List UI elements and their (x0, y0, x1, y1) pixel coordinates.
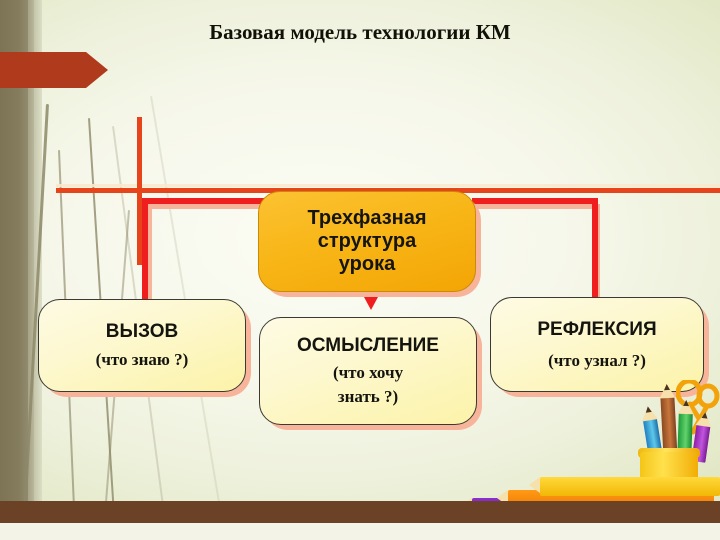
pencil-lying-yellow-icon (529, 477, 720, 496)
connector-center-to-refleksiya (592, 198, 598, 302)
bottom-strip-decor (0, 523, 720, 540)
arrow-center-to-osmyslenie (364, 297, 378, 310)
desk-band-decor (0, 501, 720, 523)
connector-center-to-refleksiya (472, 198, 598, 204)
connector-center-to-vyzov (142, 198, 148, 302)
phase-refleksiya-heading: РЕФЛЕКСИЯ (537, 318, 657, 340)
center-node-line3: урока (338, 252, 396, 275)
phase-box-vyzov[interactable]: ВЫЗОВ (что знаю ?) (38, 299, 246, 392)
connector-center-to-vyzov (142, 198, 272, 204)
page-title: Базовая модель технологии КМ (209, 20, 511, 44)
phase-vyzov-heading: ВЫЗОВ (105, 321, 179, 343)
center-node-line1: Трехфазная (307, 207, 427, 230)
phase-refleksiya-question: (что узнал ?) (548, 350, 646, 370)
horizontal-rule-decor (56, 188, 720, 193)
vertical-rule-decor (137, 117, 142, 265)
phase-osmyslenie-question-line2: знать ?) (337, 387, 399, 407)
connector-right-shadow (475, 204, 600, 209)
phase-box-osmyslenie[interactable]: ОСМЫСЛЕНИЕ (что хочу знать ?) (259, 317, 477, 425)
center-node-trehfaznaya-struktura-uroka[interactable]: Трехфазная структура урока (258, 191, 476, 292)
phase-osmyslenie-question-line1: (что хочу (332, 362, 404, 382)
center-node-line2: структура (317, 230, 417, 253)
phase-vyzov-question: (что знаю ?) (95, 350, 189, 370)
phase-osmyslenie-heading: ОСМЫСЛЕНИЕ (297, 335, 439, 357)
connector-left-shadow (147, 204, 152, 304)
phase-box-refleksiya[interactable]: РЕФЛЕКСИЯ (что узнал ?) (490, 297, 704, 392)
horizontal-rule-highlight (56, 184, 720, 187)
arrow-banner-decor (0, 52, 108, 88)
connector-left-shadow (147, 204, 272, 209)
